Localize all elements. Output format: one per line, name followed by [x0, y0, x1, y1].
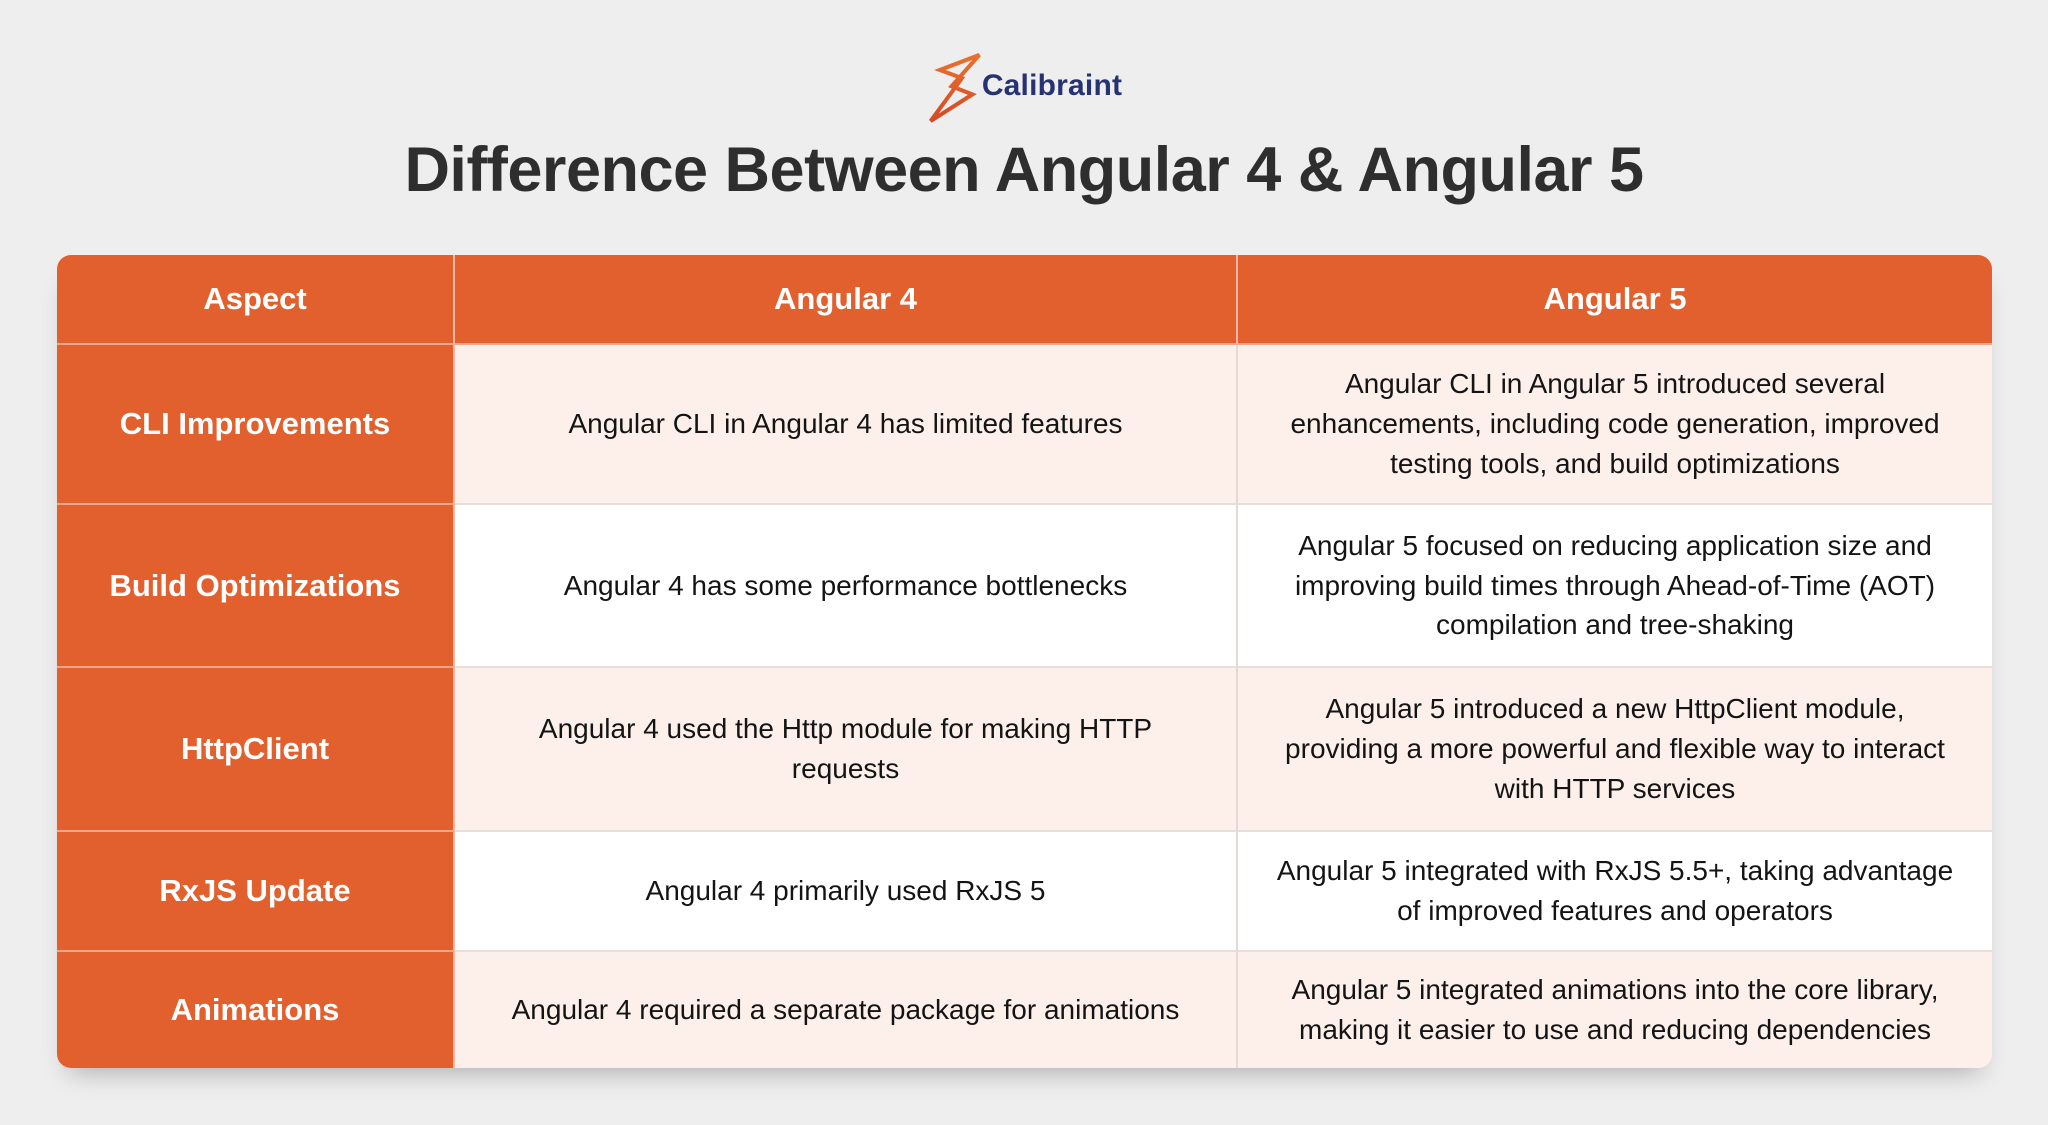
column-header-angular5: Angular 5: [1238, 255, 1992, 345]
angular4-cell: Angular CLI in Angular 4 has limited fea…: [455, 345, 1238, 505]
table-row: Animations Angular 4 required a separate…: [57, 952, 1992, 1068]
column-header-aspect: Aspect: [57, 255, 455, 345]
logo: Calibraint: [0, 0, 2048, 126]
page-title: Difference Between Angular 4 & Angular 5: [404, 135, 1644, 205]
comparison-table: Aspect Angular 4 Angular 5 CLI Improveme…: [57, 255, 1992, 1068]
table-header-row: Aspect Angular 4 Angular 5: [57, 255, 1992, 345]
aspect-cell: Build Optimizations: [57, 505, 455, 668]
angular4-cell: Angular 4 used the Http module for makin…: [455, 668, 1238, 832]
aspect-cell: RxJS Update: [57, 832, 455, 952]
angular5-cell: Angular 5 focused on reducing applicatio…: [1238, 505, 1992, 668]
angular5-cell: Angular CLI in Angular 5 introduced seve…: [1238, 345, 1992, 505]
aspect-cell: Animations: [57, 952, 455, 1068]
angular4-cell: Angular 4 has some performance bottlenec…: [455, 505, 1238, 668]
aspect-cell: CLI Improvements: [57, 345, 455, 505]
table-row: Build Optimizations Angular 4 has some p…: [57, 505, 1992, 668]
angular5-cell: Angular 5 introduced a new HttpClient mo…: [1238, 668, 1992, 832]
angular4-cell: Angular 4 required a separate package fo…: [455, 952, 1238, 1068]
angular4-cell: Angular 4 primarily used RxJS 5: [455, 832, 1238, 952]
calibraint-z-icon: [928, 53, 981, 123]
table-row: HttpClient Angular 4 used the Http modul…: [57, 668, 1992, 832]
brand-name: Calibraint: [981, 69, 1123, 102]
table-row: CLI Improvements Angular CLI in Angular …: [57, 345, 1992, 505]
aspect-cell: HttpClient: [57, 668, 455, 832]
column-header-angular4: Angular 4: [455, 255, 1238, 345]
angular5-cell: Angular 5 integrated animations into the…: [1238, 952, 1992, 1068]
angular5-cell: Angular 5 integrated with RxJS 5.5+, tak…: [1238, 832, 1992, 952]
table-row: RxJS Update Angular 4 primarily used RxJ…: [57, 832, 1992, 952]
